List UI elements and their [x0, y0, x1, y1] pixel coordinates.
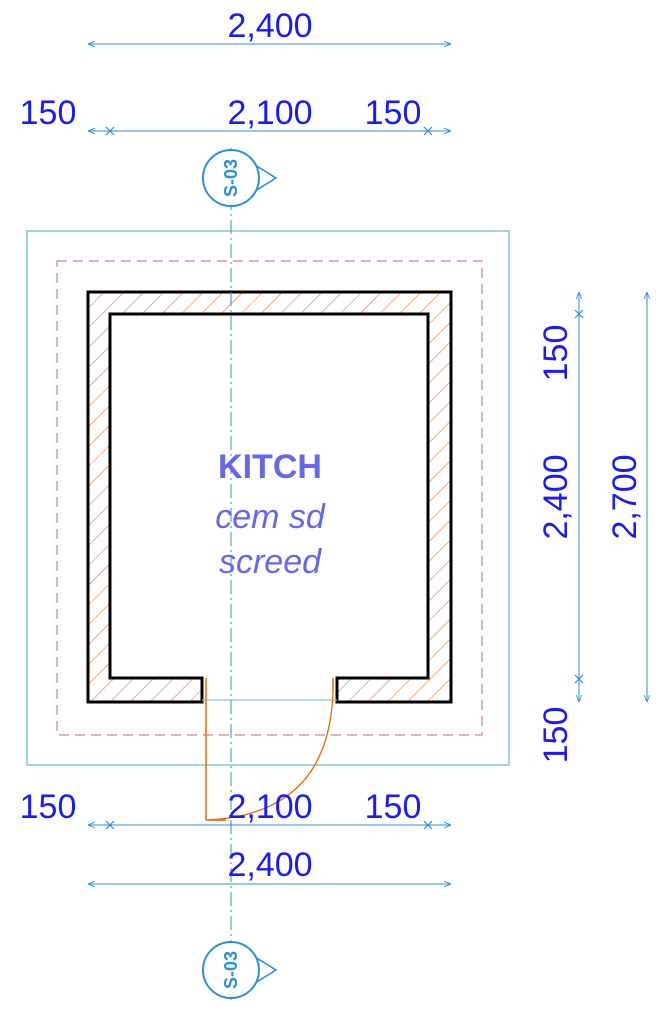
- section-marker-top-label: S-03: [221, 159, 241, 197]
- dimension-bottom-mid-label: 2,100: [227, 788, 312, 826]
- dimension-bottom-overall: 2,400: [88, 846, 451, 884]
- dimension-right-overall-label: 2,700: [606, 454, 644, 539]
- dimension-bottom-right-label: 150: [365, 788, 422, 826]
- room-finish-line2: screed: [219, 543, 322, 581]
- dimension-top-right-label: 150: [365, 94, 422, 132]
- room-finish-line1: cem sd: [215, 498, 326, 536]
- wall-hatched: [88, 292, 451, 702]
- dimension-right-overall: 2,700: [606, 292, 647, 702]
- section-marker-top[interactable]: S-03: [202, 149, 278, 207]
- room-name: KITCH: [218, 448, 322, 486]
- dimension-right-chain: 150 2,400 150: [537, 292, 584, 764]
- dimension-bottom-chain: 150 2,100 150: [20, 788, 451, 830]
- section-marker-bottom[interactable]: S-03: [202, 941, 278, 999]
- dimension-top-chain: 150 2,100 150: [20, 94, 451, 136]
- dimension-right-top-label: 150: [537, 325, 575, 382]
- slab-outline: [26, 230, 510, 766]
- dimension-top-left-label: 150: [20, 94, 77, 132]
- room-tag[interactable]: KITCH cem sd screed: [215, 448, 326, 581]
- dimension-right-mid-label: 2,400: [537, 454, 575, 539]
- dimension-bottom-left-label: 150: [20, 788, 77, 826]
- dimension-bottom-overall-label: 2,400: [227, 846, 312, 884]
- footing-outline: [56, 260, 483, 736]
- dimension-top-mid-label: 2,100: [227, 94, 312, 132]
- section-marker-bottom-label: S-03: [221, 951, 241, 989]
- door-swing-arc: [205, 689, 334, 821]
- dimension-top-overall: 2,400: [88, 7, 451, 45]
- dimension-top-overall-label: 2,400: [227, 7, 312, 45]
- wall-outline: [86, 290, 453, 704]
- dimension-right-bottom-label: 150: [537, 707, 575, 764]
